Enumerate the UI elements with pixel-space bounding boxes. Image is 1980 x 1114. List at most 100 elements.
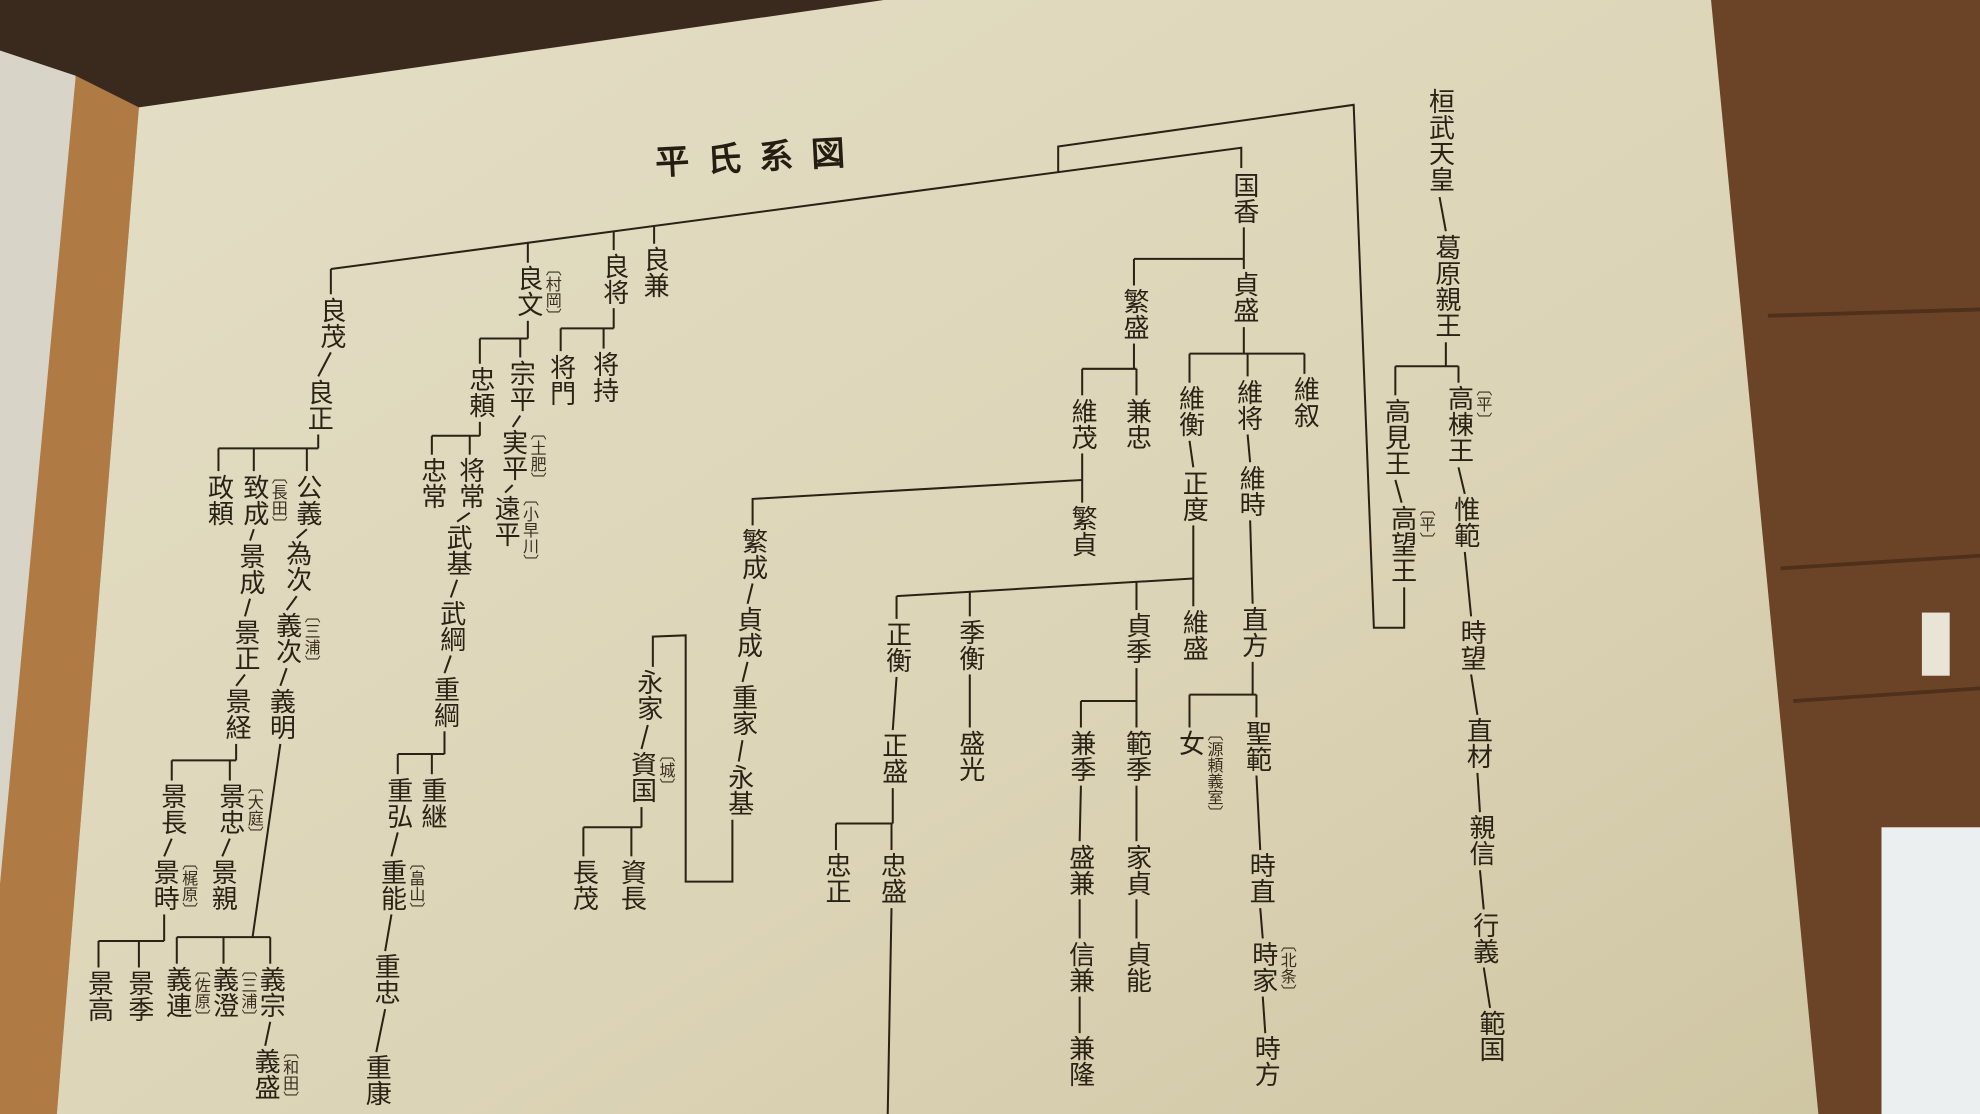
bracket-open: 〔 xyxy=(1204,724,1224,741)
bracket-close: 〕 xyxy=(238,1008,258,1025)
bracket-close: 〕 xyxy=(280,1091,300,1108)
person-munenari: 致成 xyxy=(238,473,269,526)
tree-line xyxy=(1261,996,1267,1034)
tree-line xyxy=(249,528,255,541)
clan-note-takamochi: 〔平〕 xyxy=(1416,500,1436,548)
bracket-open: 〔 xyxy=(191,960,211,977)
tree-line xyxy=(651,634,734,883)
person-suehira: 季衡 xyxy=(954,618,985,671)
tree-line xyxy=(504,484,514,494)
clan-note-yoshitsura: 〔佐原〕 xyxy=(191,960,211,1025)
person-masahira: 正衡 xyxy=(881,621,912,674)
tree-line xyxy=(741,661,749,683)
person-nagamoto: 永基 xyxy=(723,763,754,816)
person-munehira: 宗平 xyxy=(505,359,536,412)
clan-note-tohira: 〔小早川〕 xyxy=(520,490,540,570)
person-koretoki: 維時 xyxy=(1235,464,1266,517)
clan-note-munenari: 〔長田〕 xyxy=(268,468,288,532)
person-onna: 女 xyxy=(1174,729,1205,756)
clan-name: 三浦 xyxy=(238,976,258,1009)
person-yoshikane: 良兼 xyxy=(639,246,670,299)
bracket-open: 〔 xyxy=(542,260,562,277)
clan-name: 三浦 xyxy=(301,623,321,656)
tree-line xyxy=(1188,440,1195,468)
person-tadamori: 忠盛 xyxy=(876,852,907,905)
person-sukekuni: 資国 xyxy=(626,751,657,804)
tree-line xyxy=(1482,967,1492,1009)
tree-line xyxy=(264,1021,272,1047)
person-yukiyoshi: 行義 xyxy=(1468,911,1499,964)
person-kagemasa: 景正 xyxy=(229,618,260,671)
clan-note-sanehira: 〔土肥〕 xyxy=(528,424,547,488)
person-yoshimochi: 良茂 xyxy=(315,296,346,349)
tree-line xyxy=(456,511,471,523)
tree-line xyxy=(1438,196,1447,232)
person-sadanari: 貞成 xyxy=(732,606,763,659)
tree-line xyxy=(746,583,754,604)
person-shigetsuna: 重綱 xyxy=(429,675,460,728)
person-kagechika: 景親 xyxy=(207,858,238,911)
tree-line xyxy=(737,739,744,762)
person-masamori: 正盛 xyxy=(877,732,908,785)
tree-line xyxy=(1394,479,1403,503)
person-tohira: 遠平 xyxy=(490,495,521,547)
person-kanetaka: 兼隆 xyxy=(1064,1035,1095,1088)
person-masanori: 正度 xyxy=(1178,469,1209,522)
clan-note-yoshitsugu: 〔三浦〕 xyxy=(301,607,321,671)
tree-line xyxy=(384,914,393,952)
person-shigetsugu: 重継 xyxy=(416,776,447,829)
tree-line xyxy=(1246,434,1252,463)
person-masatsune: 将常 xyxy=(454,457,485,510)
bracket-open: 〔 xyxy=(406,853,426,870)
person-takami: 高見王 xyxy=(1380,397,1411,476)
bracket-close: 〕 xyxy=(1204,804,1224,821)
bracket-close: 〕 xyxy=(520,553,540,570)
person-tadamasa: 忠正 xyxy=(820,852,851,905)
person-yoshimori: 義盛 xyxy=(250,1048,281,1101)
person-nagaie: 永家 xyxy=(632,669,663,722)
tree-line xyxy=(163,838,173,857)
person-taketsuna: 武綱 xyxy=(435,599,466,652)
person-yoshiaki: 義明 xyxy=(265,688,296,741)
person-kagetaka: 景高 xyxy=(83,969,114,1022)
person-masamochi: 将持 xyxy=(588,351,619,404)
person-shigemori: 繁盛 xyxy=(1118,287,1149,340)
clan-name: 源頼義室 xyxy=(1204,740,1224,805)
person-koremochi: 維茂 xyxy=(1067,397,1098,450)
person-tokikata: 時方 xyxy=(1250,1035,1281,1088)
person-tokimochi: 時望 xyxy=(1456,618,1487,671)
person-shigetada: 重忠 xyxy=(370,953,401,1006)
tree-line xyxy=(1457,467,1466,495)
bracket-close: 〕 xyxy=(1473,412,1493,429)
tree-line xyxy=(296,528,308,539)
clan-name: 城 xyxy=(656,762,676,779)
person-korenobu: 維叙 xyxy=(1289,376,1320,429)
bracket-close: 〕 xyxy=(1277,983,1297,1000)
person-koremasa: 維将 xyxy=(1232,378,1263,431)
tree-line xyxy=(1470,674,1479,716)
bracket-open: 〔 xyxy=(268,468,288,485)
clan-name: 平 xyxy=(1473,396,1493,413)
person-korehira: 維衡 xyxy=(1174,385,1205,438)
clan-name: 小早川 xyxy=(520,505,540,554)
bracket-open: 〔 xyxy=(1277,935,1297,952)
person-morimitsu: 盛光 xyxy=(954,729,985,782)
tree-line xyxy=(1249,520,1254,604)
person-norisue: 範季 xyxy=(1121,729,1152,782)
person-kimiyoshi: 公義 xyxy=(291,473,322,526)
tree-line xyxy=(1463,551,1473,617)
clan-note-sukekuni: 〔城〕 xyxy=(656,746,676,795)
tree-line xyxy=(279,667,288,687)
clan-name: 平 xyxy=(1416,516,1436,533)
tree-line xyxy=(317,351,332,377)
person-tokinao: 時直 xyxy=(1245,852,1276,905)
board xyxy=(56,0,1819,1114)
clan-note-shigeyoshi: 〔畠山〕 xyxy=(406,853,426,918)
person-nagamochi: 長茂 xyxy=(568,858,599,911)
left-frame xyxy=(0,75,139,1114)
tree-line xyxy=(1078,785,1082,842)
bracket-close: 〕 xyxy=(656,778,676,795)
tree-line xyxy=(1478,870,1485,910)
